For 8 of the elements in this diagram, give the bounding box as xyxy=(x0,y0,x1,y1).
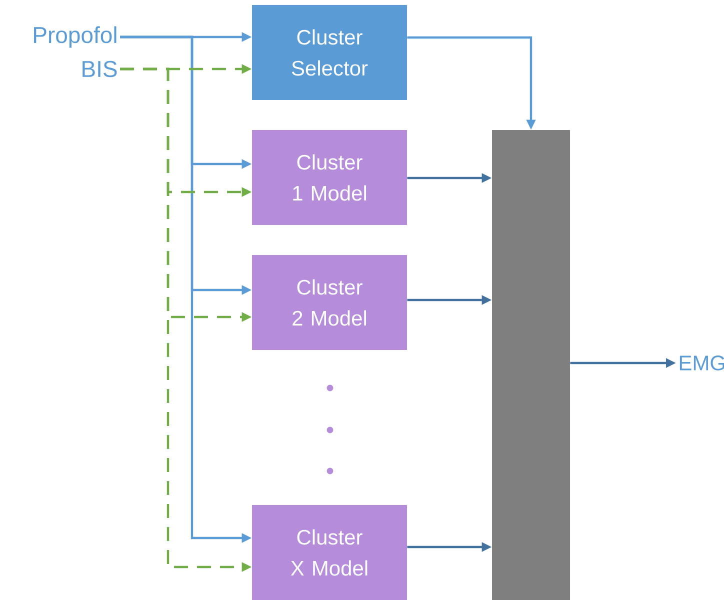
selector-box: Cluster Selector xyxy=(252,5,407,100)
model-box: Cluster 2 Model xyxy=(252,255,407,350)
combiner-bar xyxy=(492,130,570,600)
model-box: Cluster X Model xyxy=(252,505,407,600)
input-label: Propofol xyxy=(34,26,116,48)
input-label: BIS xyxy=(82,60,117,78)
output-label: EMG xyxy=(680,356,724,370)
model-box: Cluster 1 Model xyxy=(252,130,407,225)
